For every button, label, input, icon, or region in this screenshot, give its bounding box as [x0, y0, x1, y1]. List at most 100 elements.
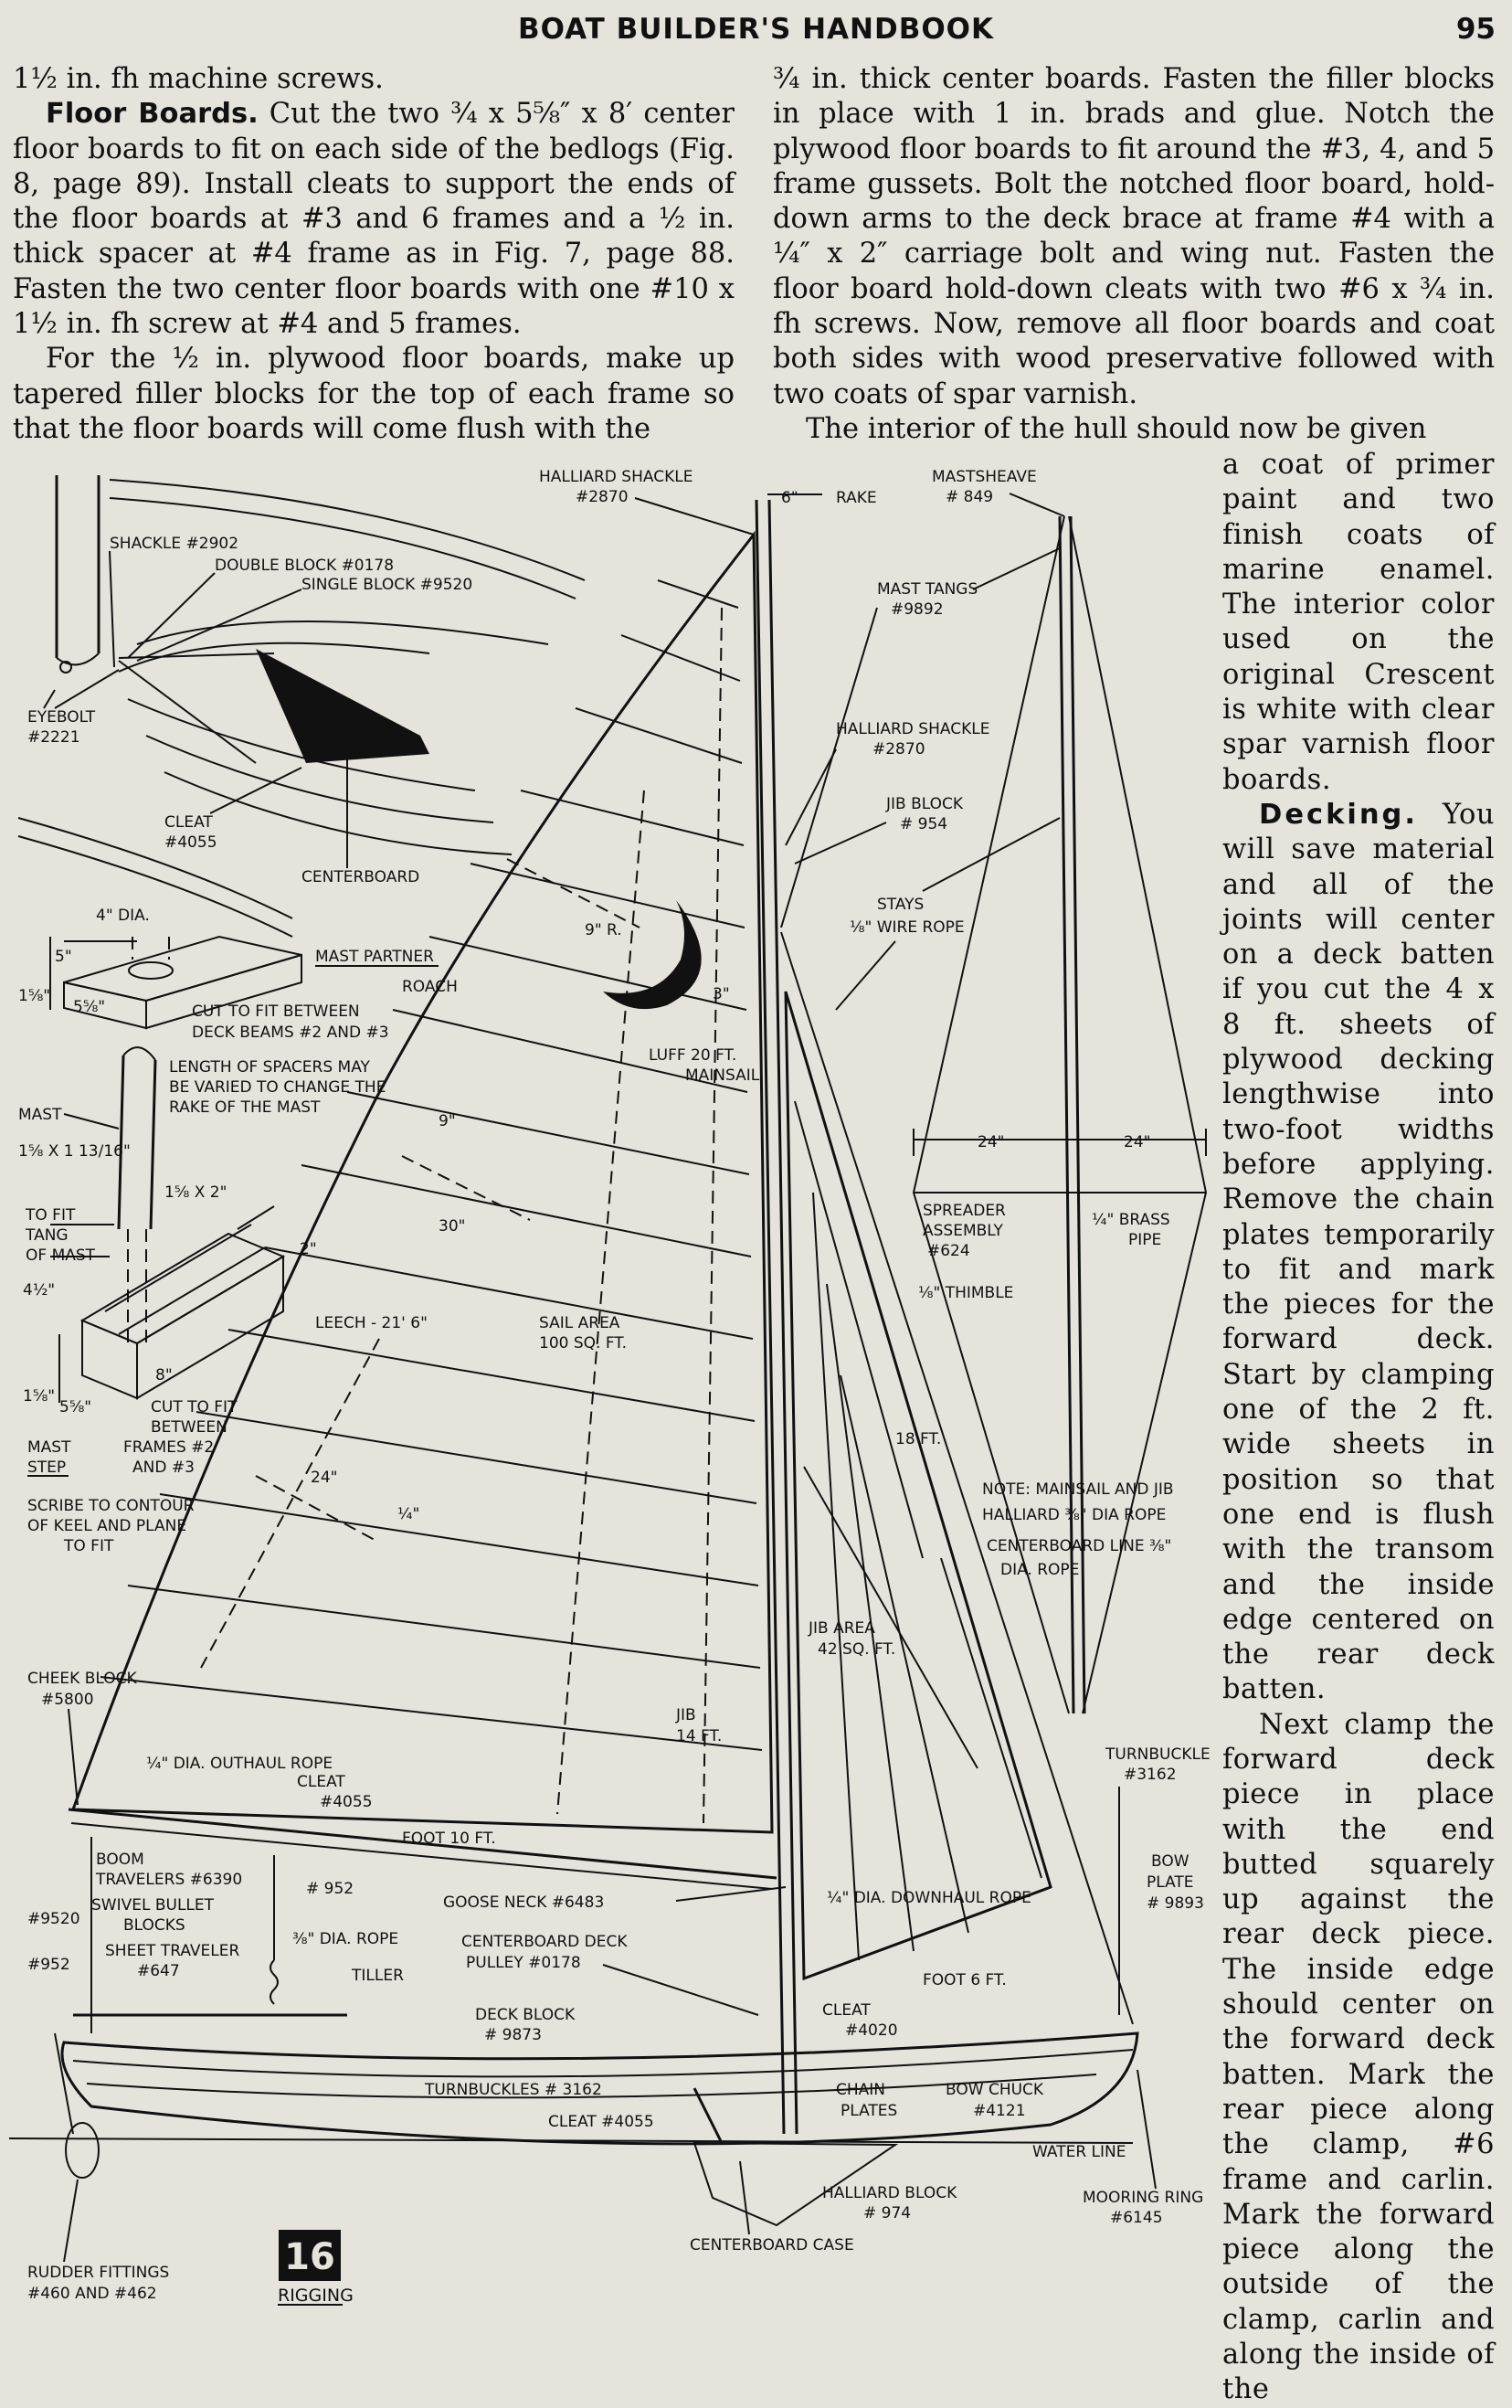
label-to-fit-3: OF MAST — [26, 1246, 96, 1265]
label-cheek-block: CHEEK BLOCK — [27, 1670, 137, 1688]
figure-number: 16 — [284, 2236, 335, 2278]
label-halliard-shackle-top: HALLIARD SHACKLE — [539, 468, 693, 486]
label-brass-pipe-2: PIPE — [1128, 1231, 1161, 1249]
label-dim-5-5-8: 5⅝" — [73, 998, 105, 1016]
mast-partner-detail: 4" DIA. MAST PARTNER 5" 1⅝" 5⅝" CUT TO F… — [18, 907, 439, 1555]
section-heading-floor-boards: Floor Boards. — [46, 98, 259, 131]
label-note-1: NOTE: MAINSAIL AND JIB — [982, 1480, 1174, 1499]
label-mast: MAST — [18, 1106, 62, 1124]
page-header: BOAT BUILDER'S HANDBOOK 95 — [0, 13, 1512, 51]
label-dim-30: 30" — [439, 1217, 465, 1236]
label-bow-plate-2: PLATE — [1147, 1873, 1194, 1892]
label-cut-to-fit-1: CUT TO FIT BETWEEN — [192, 1002, 360, 1021]
right-text-column: ¾ in. thick center boards. Fasten the fi… — [773, 62, 1495, 447]
label-jib-area-value: 42 SQ. FT. — [818, 1640, 895, 1659]
label-cleat-mid-number: #4055 — [320, 1793, 373, 1811]
label-dim-1-5-8: 1⅝" — [18, 987, 50, 1005]
rigging-illustration: SHACKLE #2902 DOUBLE BLOCK #0178 SINGLE … — [8, 468, 1211, 2306]
label-halliard-shackle-top-number: #2870 — [576, 488, 629, 506]
label-turnbuckles: TURNBUCKLES # 3162 — [424, 2081, 602, 2099]
mainsail-rig — [8, 499, 1208, 2227]
label-4in-dia: 4" DIA. — [96, 907, 150, 925]
label-downhaul: ¼" DIA. DOWNHAUL ROPE — [827, 1889, 1031, 1907]
label-swivel-blocks: BLOCKS — [123, 1916, 185, 1935]
label-foot-10: FOOT 10 FT. — [402, 1830, 496, 1848]
label-halliard-shackle-mid: HALLIARD SHACKLE — [836, 720, 989, 738]
paragraph-floor-boards: Floor Boards. Cut the two ¾ x 5⅝″ x 8′ c… — [13, 97, 735, 342]
label-952-a: # 952 — [306, 1880, 354, 1898]
label-swivel: SWIVEL BULLET — [91, 1896, 215, 1915]
label-rake-dim: 6" — [781, 489, 798, 507]
label-halliard-block: HALLIARD BLOCK — [822, 2184, 957, 2202]
label-to-fit-1: TO FIT — [25, 1206, 76, 1225]
label-952-b: #952 — [27, 1956, 70, 1974]
label-thimble: ⅛" THIMBLE — [918, 1284, 1013, 1302]
label-to-fit-2: TANG — [25, 1226, 69, 1245]
label-spreader-dim-left: 24" — [978, 1133, 1004, 1151]
label-9520: #9520 — [27, 1910, 80, 1928]
label-cb-pulley: CENTERBOARD DECK — [461, 1933, 628, 1951]
jib-outline — [784, 991, 1052, 1981]
paragraph-forward-deck: Next clamp the forward deck piece in pla… — [1222, 1708, 1495, 2406]
figure-number-box — [279, 2230, 341, 2281]
section-heading-decking: Decking. — [1259, 798, 1418, 831]
label-outhaul: ¼" DIA. OUTHAUL ROPE — [146, 1755, 333, 1773]
label-centerboard-case: CENTERBOARD CASE — [690, 2236, 854, 2254]
label-spreader-dim-right: 24" — [1124, 1133, 1150, 1151]
label-luff-mainsail: MAINSAIL — [685, 1066, 760, 1085]
label-luff: LUFF 20 FT. — [649, 1046, 736, 1065]
label-tiller: TILLER — [351, 1967, 404, 1985]
label-rudder: RUDDER FITTINGS — [27, 2264, 169, 2282]
label-spreader: SPREADER — [923, 1202, 1006, 1220]
label-foot-6: FOOT 6 FT. — [923, 1971, 1007, 1989]
label-cut-frames-2: BETWEEN — [151, 1418, 227, 1437]
label-jib-14-value: 14 FT. — [676, 1727, 722, 1745]
paragraph-filler-blocks: ¾ in. thick center boards. Fasten the fi… — [773, 63, 1495, 410]
label-spacers-2: BE VARIED TO CHANGE THE — [169, 1078, 386, 1097]
label-double-block: DOUBLE BLOCK #0178 — [215, 557, 394, 575]
crescent-emblem — [603, 900, 702, 1010]
label-cleat-mid: CLEAT — [297, 1773, 345, 1791]
label-spacers-3: RAKE OF THE MAST — [169, 1098, 321, 1117]
label-boom-travelers: BOOM — [96, 1851, 144, 1869]
label-halliard-shackle-mid-number: #2870 — [872, 740, 925, 758]
label-spreader-number: #624 — [927, 1242, 970, 1260]
label-note-4: DIA. ROPE — [1000, 1561, 1079, 1579]
label-scribe-2: OF KEEL AND PLANE — [27, 1517, 186, 1535]
label-boom-travelers-number: TRAVELERS #6390 — [95, 1871, 242, 1889]
label-rudder-number: #460 AND #462 — [27, 2285, 157, 2303]
label-dim-3: 3" — [713, 985, 730, 1003]
label-mooring: MOORING RING — [1083, 2189, 1203, 2207]
label-step-1-5-8: 1⅝" — [23, 1387, 55, 1406]
label-jib-area: JIB AREA — [808, 1619, 875, 1638]
label-scribe-1: SCRIBE TO CONTOUR — [27, 1497, 195, 1515]
forestay — [780, 931, 1134, 2025]
paragraph-text: You will save material and all of the jo… — [1222, 798, 1495, 1706]
label-mast-tangs: MAST TANGS — [877, 580, 978, 599]
label-chain-plates: CHAIN — [836, 2081, 885, 2099]
label-cleat-4020: CLEAT — [822, 2001, 871, 2020]
running-head: BOAT BUILDER'S HANDBOOK — [517, 13, 995, 46]
label-brass-pipe: ¼" BRASS — [1092, 1211, 1170, 1229]
label-dim-4-1-2: 4½" — [23, 1281, 55, 1299]
label-cheek-block-number: #5800 — [41, 1691, 94, 1709]
label-mast-tangs-number: #9892 — [891, 600, 944, 619]
mast-side-view — [1058, 515, 1075, 1714]
label-bow-plate: BOW — [1151, 1852, 1190, 1871]
paragraph-interior-start: The interior of the hull should now be g… — [806, 412, 1427, 445]
label-cut-frames-3: FRAMES #2 — [123, 1438, 214, 1457]
label-spacers-1: LENGTH OF SPACERS MAY — [169, 1058, 371, 1077]
figure-caption: RIGGING — [278, 2286, 354, 2306]
rig-labels: HALLIARD SHACKLE #2870 6" RAKE MASTSHEAV… — [27, 468, 1211, 2303]
label-dim-24-left: 24" — [311, 1469, 337, 1487]
label-cut-frames-1: CUT TO FIT — [151, 1398, 238, 1416]
page-number: 95 — [1455, 13, 1496, 46]
label-jib-block: JIB BLOCK — [885, 795, 964, 813]
label-water-line: WATER LINE — [1032, 2143, 1126, 2161]
label-mast-dim: 1⅝ X 1 13/16" — [18, 1142, 131, 1161]
label-dim-9: 9" — [439, 1112, 456, 1130]
figure-number-block: 16 RIGGING — [278, 2230, 354, 2306]
label-turnbuckle: TURNBUCKLE — [1105, 1745, 1211, 1764]
label-cleat-top-number: #4055 — [164, 833, 217, 852]
label-cleat-bottom: CLEAT #4055 — [548, 2113, 654, 2131]
